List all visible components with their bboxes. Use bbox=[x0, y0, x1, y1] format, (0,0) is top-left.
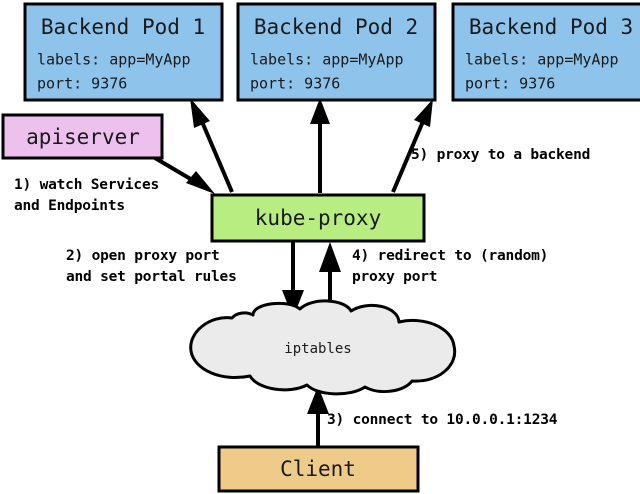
edge-kubeproxy-to-pod1 bbox=[190, 98, 234, 193]
node-iptables[interactable]: iptables bbox=[189, 299, 457, 396]
apiserver-label: apiserver bbox=[26, 125, 140, 149]
pod1-port: port: 9376 bbox=[37, 75, 127, 93]
iptables-label: iptables bbox=[284, 341, 351, 357]
pod3-title: Backend Pod 3 bbox=[469, 15, 633, 39]
node-backend-pod-2[interactable]: Backend Pod 2 labels: app=MyApp port: 93… bbox=[236, 2, 437, 102]
node-apiserver[interactable]: apiserver bbox=[1, 113, 164, 160]
client-label: Client bbox=[280, 457, 356, 481]
node-kube-proxy[interactable]: kube-proxy bbox=[210, 193, 426, 243]
kube-proxy-label: kube-proxy bbox=[255, 206, 381, 230]
pod1-title: Backend Pod 1 bbox=[41, 15, 205, 39]
edge-kubeproxy-to-pod2 bbox=[310, 98, 330, 193]
pod3-port: port: 9376 bbox=[465, 75, 555, 93]
pod2-labels: labels: app=MyApp bbox=[250, 51, 404, 69]
node-client[interactable]: Client bbox=[217, 445, 420, 493]
step-4-label: 4) redirect to (random) proxy port bbox=[352, 248, 549, 286]
pod1-labels: labels: app=MyApp bbox=[37, 51, 191, 69]
node-backend-pod-1[interactable]: Backend Pod 1 labels: app=MyApp port: 93… bbox=[23, 2, 224, 102]
edge-apiserver-to-kubeproxy bbox=[148, 153, 215, 194]
step-3-label: 3) connect to 10.0.0.1:1234 bbox=[327, 412, 558, 428]
edge-client-to-iptables bbox=[307, 386, 329, 447]
pod2-title: Backend Pod 2 bbox=[254, 15, 418, 39]
step-1-label: 1) watch Services and Endpoints bbox=[14, 177, 160, 215]
node-backend-pod-3[interactable]: Backend Pod 3 labels: app=MyApp port: 93… bbox=[451, 2, 640, 102]
pod3-labels: labels: app=MyApp bbox=[465, 51, 619, 69]
edge-kubeproxy-to-pod3 bbox=[391, 99, 433, 193]
pod2-port: port: 9376 bbox=[250, 75, 340, 93]
step-5-label: 5) proxy to a backend bbox=[411, 147, 591, 163]
step-2-label: 2) open proxy port and set portal rules bbox=[66, 248, 237, 286]
